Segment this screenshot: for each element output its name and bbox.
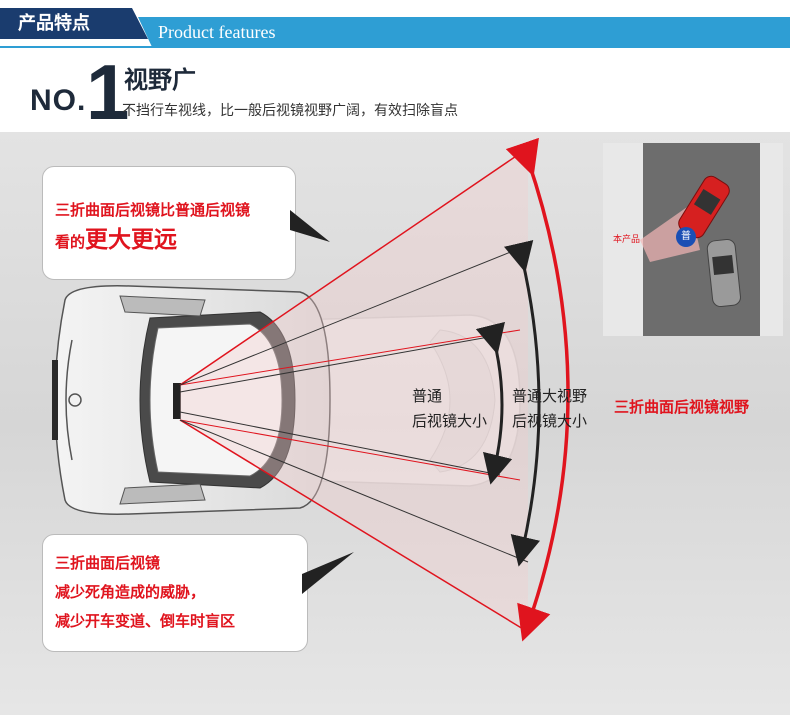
normal-mirror-label-line2: 后视镜大小 <box>412 412 488 430</box>
callout-bottom-line2: 减少死角造成的威胁， <box>55 583 206 601</box>
callout-top-line2: 看的更大更远 <box>55 220 295 254</box>
wide-field-area <box>180 148 528 632</box>
inset-product-label: 本产品 <box>613 235 641 245</box>
inset-badge: 普 <box>676 227 696 247</box>
wide-mirror-label: 普通大视野 后视镜大小 <box>512 384 587 434</box>
feature-number: 1 <box>86 48 130 136</box>
section-banner: 产品特点 Product features <box>0 0 790 48</box>
feature-no-label: NO. <box>30 84 87 117</box>
normal-mirror-arc <box>475 321 513 485</box>
banner-title-en: Product features <box>138 17 790 47</box>
wide-mirror-label-line1: 普通大视野 <box>512 387 588 405</box>
callout-top-pointer <box>290 210 330 242</box>
triple-fold-label: 三折曲面后视镜视野 <box>614 398 750 416</box>
feature-title: 视野广 <box>124 66 196 94</box>
banner-title-cn: 产品特点 <box>0 8 148 39</box>
callout-bottom-pointer <box>302 552 354 594</box>
callout-top-emphasis: 更大更远 <box>85 227 178 253</box>
callout-reduce-blindspot: 三折曲面后视镜 减少死角造成的威胁， 减少开车变道、倒车时盲区 <box>42 534 308 652</box>
feature-subtitle: 不挡行车视线，比一般后视镜视野广阔，有效扫除盲点 <box>122 103 458 119</box>
banner-divider <box>0 46 790 48</box>
callout-top-line1: 三折曲面后视镜比普通后视镜 <box>55 201 251 219</box>
main-car <box>52 285 331 515</box>
callout-bottom-line1: 三折曲面后视镜 <box>55 554 161 572</box>
callout-top-prefix: 看的 <box>55 233 86 251</box>
wide-mirror-label-line2: 后视镜大小 <box>512 412 588 430</box>
callout-larger-view: 三折曲面后视镜比普通后视镜 看的更大更远 <box>42 166 296 280</box>
callout-bottom-line3: 减少开车变道、倒车时盲区 <box>55 612 236 630</box>
normal-mirror-label-line1: 普通 <box>412 387 443 405</box>
triple-fold-arc <box>505 137 570 642</box>
normal-mirror-label: 普通 后视镜大小 <box>412 384 487 434</box>
